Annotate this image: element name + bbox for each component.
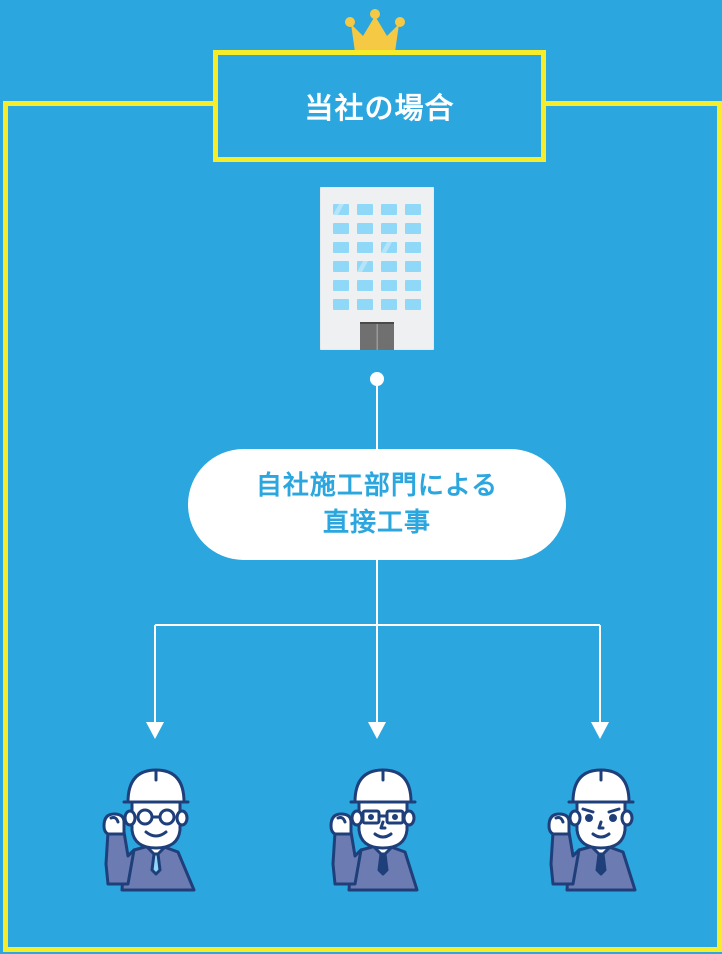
process-label: 自社施工部門による 直接工事: [188, 449, 566, 560]
office-building-icon: [320, 187, 434, 350]
title-box: 当社の場合: [213, 50, 546, 162]
outer-frame-right-edge: [717, 101, 722, 952]
construction-worker-glasses-icon: [329, 768, 419, 892]
page-title: 当社の場合: [304, 91, 455, 125]
worker-1: [98, 760, 208, 892]
process-label-line1: 自社施工部門による: [255, 470, 499, 501]
construction-worker-young-icon: [547, 768, 637, 892]
crown-icon: [345, 9, 405, 52]
worker-3: [543, 760, 653, 892]
construction-worker-senior-icon: [102, 768, 196, 892]
worker-2: [325, 760, 435, 892]
process-label-line2: 直接工事: [322, 507, 431, 538]
